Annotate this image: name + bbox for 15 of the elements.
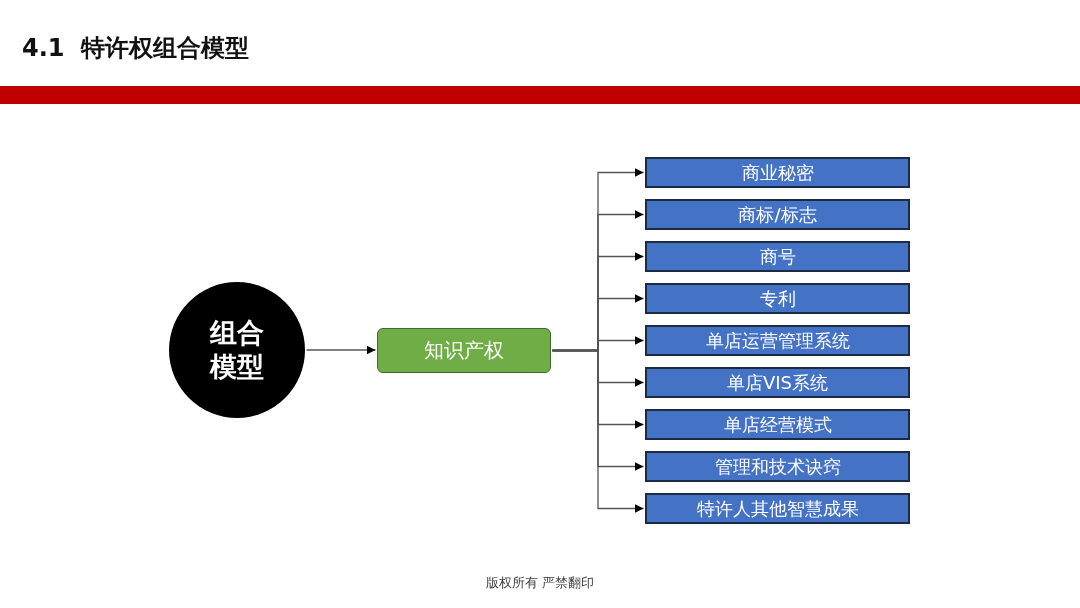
circle-node: 组合模型 <box>169 282 305 418</box>
process-box: 单店运营管理系统 <box>645 325 910 356</box>
process-box: 商标/标志 <box>645 199 910 230</box>
footer-note: 版权所有 严禁翻印 <box>485 575 595 590</box>
process-box: 单店经营模式 <box>645 409 910 440</box>
slide-title: 4.1 特许权组合模型 <box>22 33 249 64</box>
arrow <box>305 345 377 355</box>
process-box: 管理和技术诀窍 <box>645 451 910 482</box>
process-box: 单店VIS系统 <box>645 367 910 398</box>
process-box: 专利 <box>645 283 910 314</box>
process-box: 商号 <box>645 241 910 272</box>
process-box: 商业秘密 <box>645 157 910 188</box>
arrow <box>551 349 645 513</box>
process-box: 特许人其他智慧成果 <box>645 493 910 524</box>
rounded-box: 知识产权 <box>377 328 551 373</box>
